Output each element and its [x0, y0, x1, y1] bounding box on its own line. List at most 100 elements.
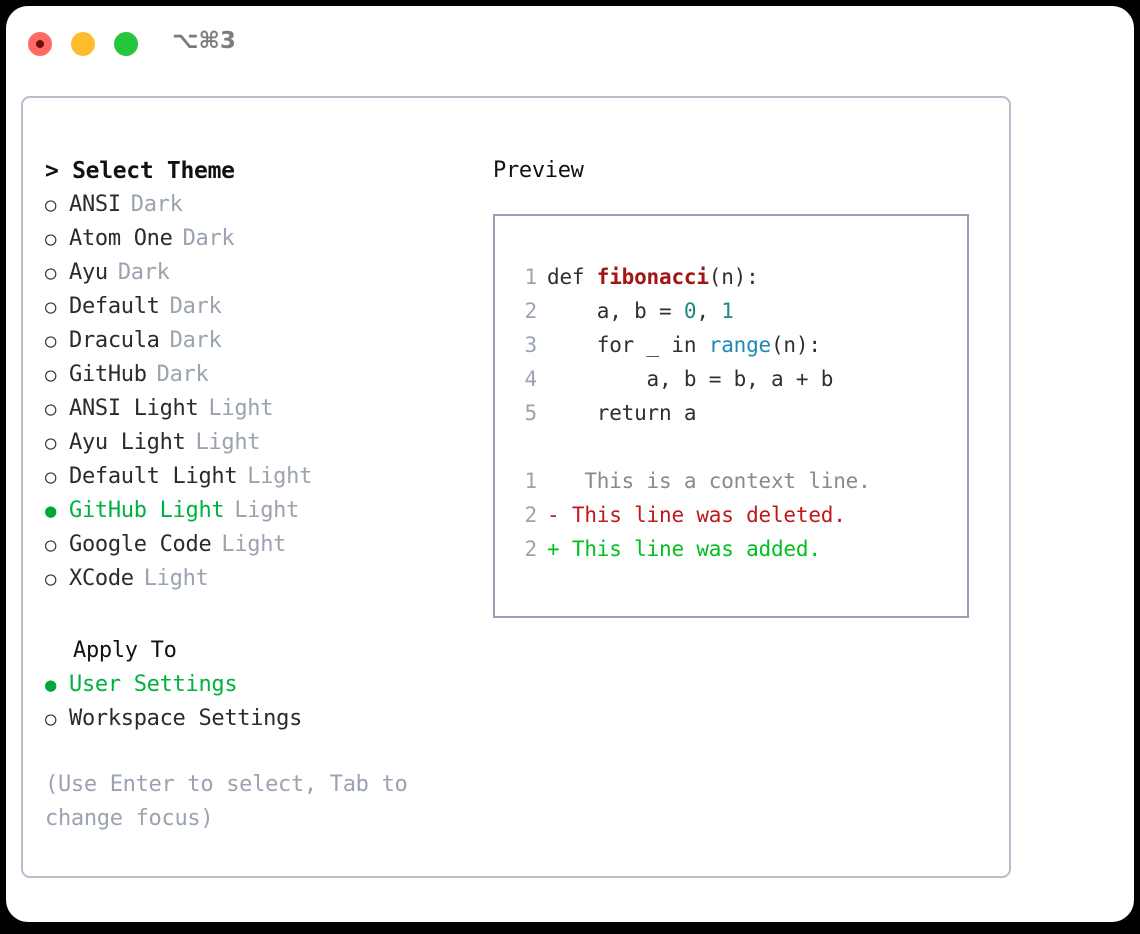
theme-option-label: XCode: [69, 566, 134, 591]
code-token-plain: ,: [696, 299, 722, 323]
code-token-fn: fibonacci: [596, 265, 709, 289]
diff-sample: 1 This is a context line.2- This line wa…: [511, 464, 961, 566]
radio-empty-icon: ○: [45, 568, 57, 590]
theme-option-github[interactable]: ○ GitHub Dark: [45, 358, 485, 392]
code-line: 2 a, b = 0, 1: [511, 294, 961, 328]
radio-empty-icon: ○: [45, 432, 57, 454]
diff-marker: +: [547, 537, 560, 561]
code-token-plain: (n):: [770, 333, 821, 357]
code-line: 3 for _ in range(n):: [511, 328, 961, 362]
code-token-plain: a, b =: [547, 299, 684, 323]
theme-option-default[interactable]: ○ Default Dark: [45, 290, 485, 324]
diff-line-deleted: 2- This line was deleted.: [511, 498, 961, 532]
diff-line-added: 2 + This line was added.: [511, 532, 961, 566]
theme-option-label: Ayu Light: [69, 430, 186, 455]
theme-variant-badge: Light: [195, 430, 261, 455]
minimize-button-icon[interactable]: [71, 32, 95, 56]
code-line: 1 def fibonacci(n):: [511, 260, 961, 294]
diff-marker: -: [547, 503, 560, 527]
radio-empty-icon: ○: [45, 262, 57, 284]
close-button-icon[interactable]: [28, 32, 52, 56]
title-bar: ⌥⌘3: [6, 6, 1134, 78]
code-token-builtin: range: [708, 333, 771, 357]
preview-title: Preview: [493, 158, 584, 183]
theme-variant-badge: Light: [247, 464, 313, 489]
code-token-plain: (n):: [708, 265, 759, 289]
theme-option-ayu[interactable]: ○ Ayu Dark: [45, 256, 485, 290]
code-token-plain: for _ in: [547, 333, 709, 357]
window-controls: [28, 32, 138, 56]
keyboard-shortcut-label: ⌥⌘3: [172, 28, 236, 54]
code-token-plain: return a: [547, 401, 697, 425]
line-number: 3: [524, 333, 538, 357]
code-token-num: 1: [721, 299, 734, 323]
theme-variant-badge: Dark: [130, 192, 183, 217]
apply-to-title: Apply To: [73, 638, 177, 663]
radio-selected-icon: ●: [45, 500, 57, 522]
theme-option-label: ANSI: [69, 192, 121, 217]
line-number: 4: [524, 367, 538, 391]
theme-option-dracula[interactable]: ○ Dracula Dark: [45, 324, 485, 358]
radio-empty-icon: ○: [45, 228, 57, 250]
theme-variant-badge: Dark: [169, 328, 222, 353]
theme-variant-badge: Dark: [117, 260, 170, 285]
diff-text: This line was added.: [559, 537, 821, 561]
theme-option-label: ANSI Light: [69, 396, 199, 421]
theme-option-xcode[interactable]: ○ XCode Light: [45, 562, 485, 596]
diff-line-context: 1 This is a context line.: [511, 464, 961, 498]
apply-to-option-label: Workspace Settings: [69, 706, 303, 731]
theme-option-atom-one[interactable]: ○ Atom One Dark: [45, 222, 485, 256]
theme-option-label: GitHub Light: [69, 498, 225, 523]
diff-text: This line was deleted.: [559, 503, 846, 527]
diff-text: This is a context line.: [559, 469, 871, 493]
radio-empty-icon: ○: [45, 330, 57, 352]
theme-variant-badge: Light: [221, 532, 287, 557]
line-number: 1: [524, 265, 538, 289]
theme-option-label: Default: [69, 294, 160, 319]
theme-option-github-light[interactable]: ● GitHub Light Light: [45, 494, 485, 528]
radio-selected-icon: ●: [45, 674, 57, 696]
theme-option-label: Google Code: [69, 532, 212, 557]
apply-to-option-list: ●User Settings ○ Workspace Settings: [45, 668, 485, 736]
line-number: 2: [524, 299, 538, 323]
code-line: 5 return a: [511, 396, 961, 430]
line-number: 1: [524, 469, 538, 493]
keyboard-hint-text: (Use Enter to select, Tab to change focu…: [45, 772, 408, 831]
radio-empty-icon: ○: [45, 364, 57, 386]
theme-variant-badge: Light: [143, 566, 209, 591]
radio-empty-icon: ○: [45, 466, 57, 488]
line-number: 5: [524, 401, 538, 425]
apply-to-option-user-settings[interactable]: ●User Settings: [45, 668, 485, 702]
apply-to-option-workspace-settings[interactable]: ○ Workspace Settings: [45, 702, 485, 736]
code-token-plain: def: [547, 265, 597, 289]
theme-variant-badge: Dark: [156, 362, 209, 387]
theme-option-label: Dracula: [69, 328, 160, 353]
select-theme-header: > Select Theme: [45, 158, 235, 184]
theme-option-label: GitHub: [69, 362, 147, 387]
theme-variant-badge: Light: [208, 396, 274, 421]
line-number: 2: [524, 503, 538, 527]
radio-empty-icon: ○: [45, 708, 57, 730]
maximize-button-icon[interactable]: [114, 32, 138, 56]
theme-variant-badge: Dark: [182, 226, 235, 251]
theme-variant-badge: Dark: [169, 294, 222, 319]
theme-option-label: Atom One: [69, 226, 173, 251]
theme-option-ayu-light[interactable]: ○ Ayu Light Light: [45, 426, 485, 460]
theme-variant-badge: Light: [234, 498, 300, 523]
theme-option-default-light[interactable]: ○ Default Light Light: [45, 460, 485, 494]
theme-option-label: Default Light: [69, 464, 238, 489]
theme-option-label: Ayu: [69, 260, 108, 285]
line-number: 2: [524, 537, 538, 561]
radio-empty-icon: ○: [45, 296, 57, 318]
